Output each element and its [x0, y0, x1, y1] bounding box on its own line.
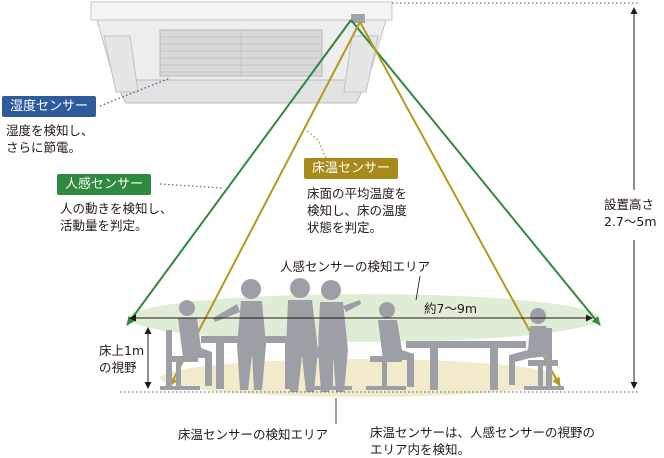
install-height-label: 設置高さ 2.7～5m [604, 196, 657, 230]
ceiling-ac-unit [90, 1, 393, 104]
span-label: 約7～9m [424, 301, 478, 316]
motion-sensor-cone [126, 19, 601, 326]
office-people-silhouettes [160, 278, 564, 392]
floor-sensor-badge: 床温センサー [304, 158, 399, 179]
humidity-sensor-badge: 湿度センサー [2, 96, 97, 117]
motion-area-leader [415, 275, 421, 301]
humidity-leader [99, 77, 171, 107]
floor-view-label: 床上1m の視野 [99, 343, 145, 375]
floor-sensor-note: 床温センサーは、人感センサーの視野の エリア内を検知。 [370, 425, 596, 457]
floor-sensor-cone [169, 21, 561, 387]
floor-area-label: 床温センサーの検知エリア [178, 427, 329, 442]
motion-sensor-desc: 人の動きを検知し、 活動量を判定。 [60, 201, 173, 233]
motion-area-label: 人感センサーの検知エリア [280, 259, 431, 274]
floor-sensor-desc: 床面の平均温度を 検知し、床の温度 状態を判定。 [307, 186, 408, 235]
motion-leader [159, 183, 223, 189]
floor-leader [305, 129, 327, 159]
motion-sensor-badge: 人感センサー [57, 174, 152, 195]
humidity-sensor-desc: 湿度を検知し、 さらに節電。 [6, 123, 94, 155]
